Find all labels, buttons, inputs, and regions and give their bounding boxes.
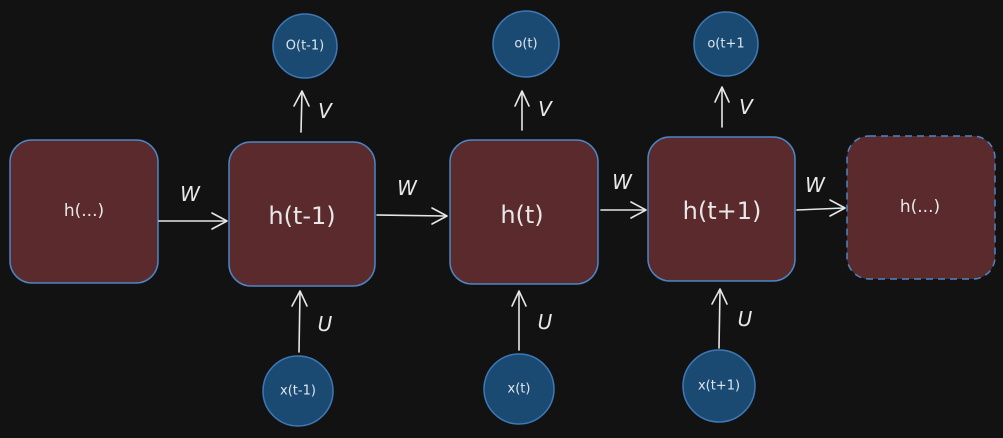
hidden-state-label: h(...) <box>64 201 104 221</box>
output-arrow-t-plus-1: V <box>714 86 754 128</box>
arrow-head <box>714 86 730 103</box>
arrow-head <box>293 90 310 107</box>
arrow-shaft <box>376 214 447 217</box>
recurrent-arrow-2: W <box>376 176 448 225</box>
hidden-state-h-t-minus-1: h(t-1) <box>228 141 376 287</box>
output-circle <box>693 11 759 77</box>
input-arrow-t: U <box>511 290 553 351</box>
arrow-head <box>829 199 846 217</box>
hidden-state-h-prev-ellipsis: h(...) <box>9 139 159 284</box>
input-circle <box>262 355 334 427</box>
output-node-o-t-plus-1: o(t+1 <box>693 11 759 77</box>
hidden-state-label: h(...) <box>900 197 940 217</box>
input-circle <box>483 353 555 425</box>
arrow-shaft <box>718 289 721 349</box>
hidden-state-box <box>647 136 796 282</box>
input-arrow-t-plus-1: U <box>711 288 753 349</box>
recurrent-weight-label: W <box>805 173 826 197</box>
hidden-state-box <box>449 139 599 285</box>
recurrent-weight-label: W <box>612 170 633 194</box>
recurrent-weight-label: W <box>180 182 201 206</box>
output-label: o(t) <box>514 37 537 52</box>
recurrent-arrow-3: W <box>600 170 647 219</box>
hidden-state-box <box>9 139 159 284</box>
arrow-head <box>291 290 308 307</box>
output-label: o(t+1 <box>707 37 744 52</box>
output-node-o-t: o(t) <box>492 10 560 78</box>
input-node-x-t-minus-1: x(t-1) <box>262 355 334 427</box>
output-arrow-t: V <box>514 90 553 131</box>
output-node-o-t-minus-1: O(t-1) <box>272 13 338 79</box>
arrow-head <box>431 207 448 225</box>
output-label: O(t-1) <box>286 39 324 54</box>
arrow-shaft <box>298 291 301 353</box>
input-label: x(t-1) <box>280 384 316 399</box>
hidden-state-h-t: h(t) <box>449 139 599 285</box>
recurrent-arrow-4: W <box>796 173 846 217</box>
input-weight-label: U <box>318 312 333 336</box>
hidden-state-h-t-plus-1: h(t+1) <box>647 136 796 282</box>
output-weight-label: V <box>318 99 333 123</box>
hidden-state-label: h(t) <box>500 201 543 229</box>
input-arrow-t-minus-1: U <box>291 290 333 353</box>
arrow-head <box>514 90 530 107</box>
input-label: x(t+1) <box>698 379 740 394</box>
arrow-shaft <box>300 91 303 133</box>
input-node-x-t-plus-1: x(t+1) <box>682 349 756 423</box>
recurrent-weight-label: W <box>397 176 418 200</box>
hidden-state-box-dashed <box>846 135 996 280</box>
hidden-state-box <box>228 141 376 287</box>
hidden-state-h-next-ellipsis: h(...) <box>846 135 996 280</box>
arrow-head <box>630 201 647 219</box>
output-circle <box>272 13 338 79</box>
arrow-head <box>211 212 228 230</box>
input-label: x(t) <box>508 382 531 397</box>
arrow-shaft <box>796 207 845 211</box>
output-circle <box>492 10 560 78</box>
arrow-head <box>711 288 728 305</box>
input-weight-label: U <box>738 307 753 331</box>
input-weight-label: U <box>538 310 553 334</box>
recurrent-arrow-1: W <box>158 182 228 230</box>
input-circle <box>682 349 756 423</box>
output-weight-label: V <box>739 95 754 119</box>
output-arrow-t-minus-1: V <box>293 90 333 133</box>
input-node-x-t: x(t) <box>483 353 555 425</box>
hidden-state-label: h(t-1) <box>268 202 335 230</box>
hidden-state-label: h(t+1) <box>683 197 762 225</box>
arrow-head <box>511 290 527 307</box>
output-weight-label: V <box>538 97 553 121</box>
